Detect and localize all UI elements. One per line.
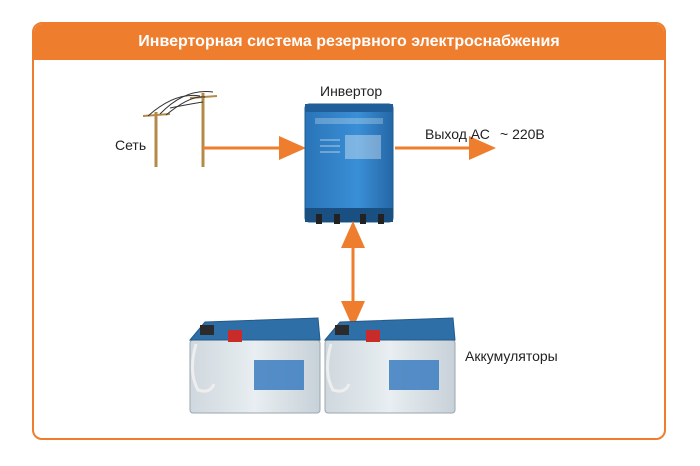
power-pole-icon	[142, 90, 218, 167]
batteries-label: Аккумуляторы	[465, 348, 558, 364]
output-label: Выход АС	[425, 126, 490, 142]
inverter-icon	[304, 103, 394, 224]
grid-label: Сеть	[115, 137, 147, 153]
battery-icon	[323, 317, 456, 414]
voltage-label: ~ 220В	[500, 126, 545, 142]
battery-icon	[188, 317, 321, 414]
diagram-title: Инверторная система резервного электросн…	[34, 24, 664, 60]
inverter-label: Инвертор	[320, 83, 383, 99]
